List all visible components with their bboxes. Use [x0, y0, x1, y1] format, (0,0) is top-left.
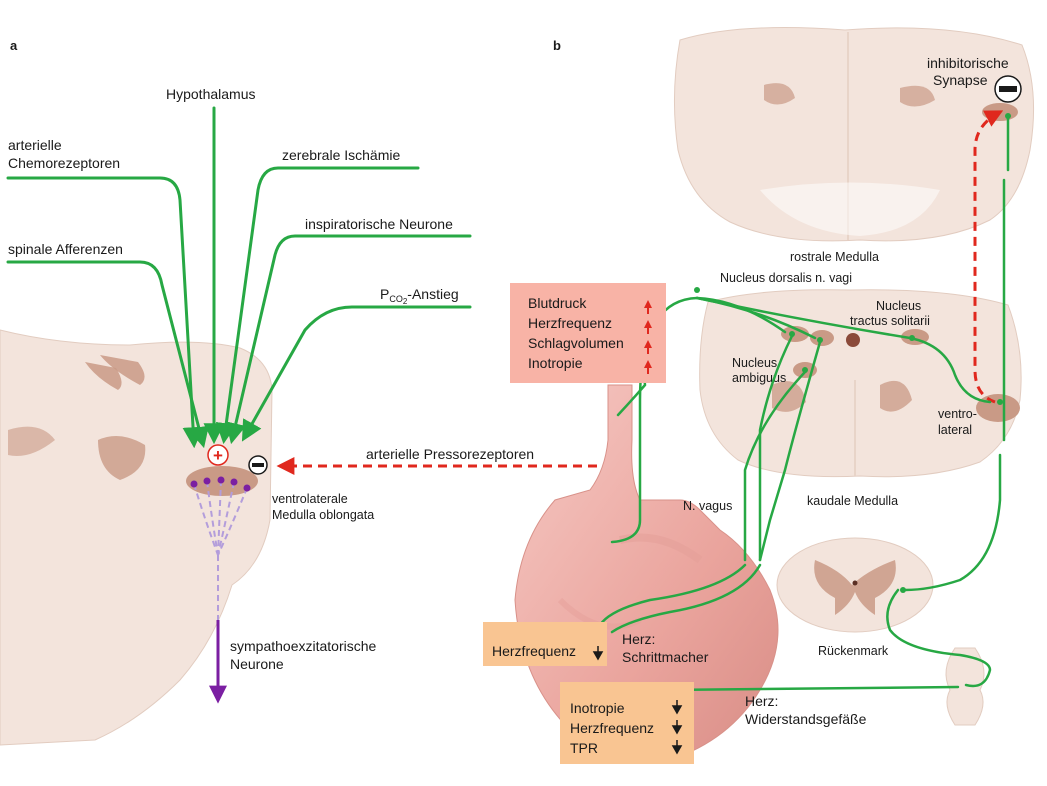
inhibitory-synapse-sign: [994, 75, 1022, 103]
inhibitory-sign-a: [248, 455, 268, 475]
label-chemo-1: arterielle: [8, 137, 62, 153]
chemo-line: [6, 176, 204, 449]
label-caudal-medulla: kaudale Medulla: [807, 494, 898, 508]
panel-b-label: b: [553, 38, 561, 53]
label-nts-1: Nucleus: [876, 299, 921, 313]
inhibitory-dashed-pathway: [973, 110, 1004, 404]
label-inspiratory: inspiratorische Neurone: [305, 216, 453, 232]
effects-box-decrease: [560, 682, 694, 764]
label-baroreceptors: arterielle Pressorezeptoren: [366, 446, 534, 462]
decrease-arrows: [671, 700, 683, 755]
bottom-box-item-2: TPR: [570, 740, 598, 756]
excitatory-sign: +: [207, 444, 229, 466]
label-rostral-medulla: rostrale Medulla: [790, 250, 879, 264]
label-vlm-1: ventrolaterale: [272, 492, 348, 506]
label-pacemaker-1: Herz:: [622, 631, 655, 647]
synapse-markers: [694, 113, 1011, 593]
ischemia-line: [215, 166, 420, 445]
caudal-medulla: [699, 289, 1022, 478]
label-spinal-cord: Rückenmark: [818, 644, 889, 658]
label-output-1: sympathoexzitatorische: [230, 638, 377, 654]
sympathetic-ganglion: [945, 647, 985, 726]
spinal-line: [6, 260, 209, 449]
spinal-cord: [776, 537, 934, 633]
label-output-2: Neurone: [230, 656, 284, 672]
label-vl-1: ventro-: [938, 407, 977, 421]
red-box-item-2: Schlagvolumen: [528, 335, 624, 351]
label-chemo-2: Chemorezeptoren: [8, 155, 120, 171]
hr-decrease-arrow: [592, 646, 604, 661]
vagal-pathways: [598, 116, 1010, 692]
increase-arrows: [644, 300, 652, 374]
label-na-2: ambiguus: [732, 371, 786, 385]
svg-text:+: +: [213, 446, 223, 465]
inspiratory-line: [225, 234, 472, 445]
vlm-neurons: [190, 476, 251, 704]
label-spinal: spinale Afferenzen: [8, 241, 123, 257]
red-box-item-0: Blutdruck: [528, 295, 587, 311]
label-hypothalamus: Hypothalamus: [166, 86, 256, 102]
label-vessels-1: Herz:: [745, 693, 778, 709]
hr-box-label: Herzfrequenz: [492, 643, 576, 659]
heart-rate-box: [483, 622, 607, 666]
pco2-line: [241, 305, 472, 442]
label-vessels-2: Widerstandsgefäße: [745, 711, 867, 727]
label-pacemaker-2: Schrittmacher: [622, 649, 709, 665]
red-box-item-3: Inotropie: [528, 355, 583, 371]
panel-a-label: a: [10, 38, 18, 53]
label-vlm-2: Medulla oblongata: [272, 508, 374, 522]
bottom-box-item-0: Inotropie: [570, 700, 625, 716]
input-pathways: [6, 106, 472, 449]
label-vl-2: lateral: [938, 423, 972, 437]
red-box-item-1: Herzfrequenz: [528, 315, 612, 331]
label-ndv: Nucleus dorsalis n. vagi: [720, 271, 852, 285]
bottom-box-item-1: Herzfrequenz: [570, 720, 654, 736]
label-ischemia: zerebrale Ischämie: [282, 147, 400, 163]
label-na-1: Nucleus: [732, 356, 777, 370]
label-nts-2: tractus solitarii: [850, 314, 930, 328]
label-inhibitory-2: Synapse: [933, 72, 988, 88]
label-vagus: N. vagus: [683, 499, 732, 513]
label-inhibitory-1: inhibitorische: [927, 55, 1009, 71]
effects-box-increase: [510, 283, 666, 383]
label-pco2: PCO2-Anstieg: [380, 286, 459, 306]
rostral-medulla: [673, 27, 1035, 242]
